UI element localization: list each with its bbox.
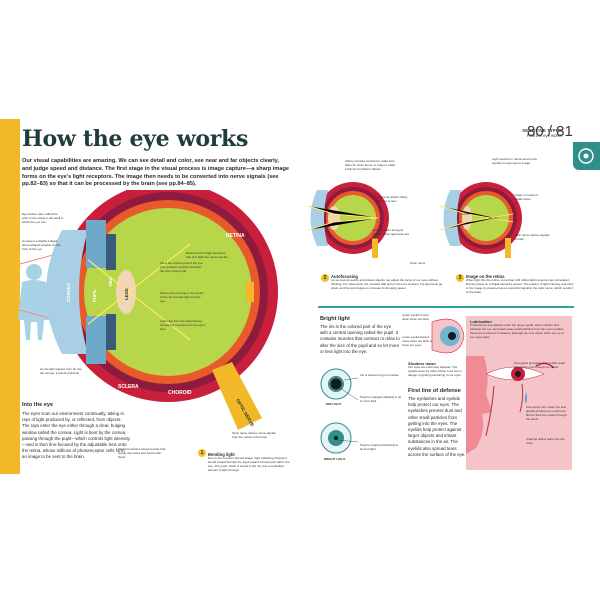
shutters-block: Shutters down Our eyes are extremely del… [408, 361, 466, 378]
defense-heading: First line of defense [408, 388, 461, 394]
focusing-diagrams [308, 182, 522, 258]
accent-band [0, 119, 20, 474]
pupil-comparison [320, 368, 359, 454]
shutters-heading: Shutters down [408, 361, 436, 366]
eye-socket-callout: Eye socket, also called the orbit, is th… [22, 212, 64, 224]
step-2-heading: Autofocusing [331, 274, 358, 279]
eye-icon [578, 148, 594, 164]
step-2-body: As we look at nearby and distant objects… [331, 278, 443, 290]
image-on-retina-eye [439, 182, 522, 258]
lens-shape [116, 270, 136, 314]
dilated-caption: Pupil is enlarged (dilated) to let in mo… [360, 395, 402, 403]
intro-paragraph: Our visual capabilities are amazing. We … [22, 158, 290, 188]
ciliary-callout: Ciliary muscles contract to make lens fa… [345, 159, 396, 171]
tear-drop-icon [525, 392, 527, 404]
nose-profile [466, 356, 492, 454]
upper-eyelid-callout: Upper eyelid moves down when we blink [402, 313, 429, 321]
bright-light-label: BRIGHT LIGHT [324, 457, 346, 461]
into-eye-heading: Into the eye [22, 402, 54, 408]
header-subtitle: How the eye works [526, 133, 562, 138]
lubrication-body: Produced by tear glands under the upper … [470, 323, 565, 339]
dim-light-label: DIM LIGHT [326, 402, 342, 406]
optic-signal-callout: Optic nerve carries signals to brain [514, 233, 550, 241]
page-header: SENSITIVE TYPES How the eye works [522, 128, 562, 138]
header-section: SENSITIVE TYPES [522, 128, 562, 133]
step-2-block: Autofocusing As we look at nearby and di… [331, 274, 449, 291]
choroid-callout: Choroid contains blood vessels that supp… [118, 447, 166, 459]
into-eye-body: The eyes scan our environment continuall… [22, 411, 130, 460]
step-3-heading: Image on the retina [466, 274, 505, 279]
step-3-block: Image on the retina When light hits the … [466, 274, 574, 295]
cornea-label: CORNEA [66, 282, 71, 302]
bright-light-body: The iris is the colored part of the eye … [320, 324, 400, 354]
light-callout: Light rays from the object being viewed … [160, 319, 206, 331]
sclera-label: SCLERA [118, 384, 139, 390]
lens-label: LENS [124, 288, 129, 300]
step-2-badge: 2 [321, 274, 329, 282]
cornea-shape [46, 230, 88, 354]
step-1-body: Due to the cornea's domed shape, light r… [208, 456, 290, 472]
page-title: How the eye works [22, 126, 249, 152]
ligament-callout: Ligaments attach ciliary muscles to lens [376, 195, 408, 203]
optic-nerve-small-label: Optic nerve [410, 261, 426, 265]
pupil-callout: Pupil is the opening in the center of th… [160, 291, 204, 303]
page-numbers: 80 / 81 [527, 123, 573, 140]
bright-light-heading: Bright light [320, 316, 350, 322]
eye-cross-section-diagram: RETINA SCLERA CHOROID OPTIC NERVE CORNEA… [18, 190, 278, 430]
light-sensors-callout: Light sensors in retina send nerve signa… [492, 157, 538, 165]
defense-body: The eyelashes and eyelids help protect o… [408, 396, 466, 457]
light-passes-callout: As the light passes from air into the co… [40, 367, 82, 375]
step-1-block: Bending light Due to the cornea's domed … [208, 452, 290, 473]
pupil-label: PUPIL [92, 289, 97, 302]
section-tab [573, 142, 600, 170]
optic-nerve-callout: Optic nerve carries nerve signals from t… [232, 431, 276, 439]
lubrication-panel: Lubrication Produced by tear glands unde… [466, 316, 572, 470]
choroid-label: CHOROID [168, 390, 192, 396]
lubrication-text: Lubrication Produced by tear glands unde… [470, 319, 566, 340]
tear-drops-callout: Tear drops form when the tear glands pro… [526, 405, 567, 421]
upside-down-callout: Image on retina is upside down [514, 193, 538, 201]
near-focus-eye [308, 182, 389, 258]
tear-gland-callout: Tear gland produces tears which wash acr… [514, 361, 566, 369]
lower-eyelid-callout: Lower eyelid doesn't move when we blink … [402, 335, 433, 347]
face-profile-diagram [466, 356, 555, 454]
shutters-body: Our eyes are extremely delicate. The eye… [408, 365, 462, 377]
step-1-heading: Bending light [208, 452, 235, 457]
eyelid-diagram [431, 318, 465, 354]
optic-nerve-shape [212, 362, 262, 430]
step-1-badge: 1 [198, 449, 206, 457]
step-3-body: When light hits the retina, more than 10… [466, 278, 574, 294]
iris-ring-caption: Iris is colored ring of muscles [360, 373, 399, 377]
retina-label: RETINA [226, 233, 245, 239]
iris-label: IRIS [108, 277, 113, 286]
human-silhouette-icon [18, 264, 50, 340]
constricted-caption: Pupil is small (constricted) to let less… [360, 443, 399, 451]
iris-callout: Iris is the colored part of the eye and … [160, 261, 203, 273]
retina-callout: Retina is full of light receptors that t… [186, 251, 228, 259]
lubrication-heading: Lubrication [470, 319, 492, 324]
vitreous-body [84, 208, 252, 376]
lens-callout: Lens is elastic and gets rounder when li… [372, 228, 410, 240]
lens-small-label: Lens [462, 212, 469, 216]
step-3-badge: 3 [456, 274, 464, 282]
tear-channel-callout: Channel drains tears into the nose [526, 437, 565, 445]
section-divider [318, 306, 574, 308]
cornea-callout: Cornea is a slightly bulged dome-shaped … [22, 239, 61, 251]
iris-shape [106, 234, 116, 270]
